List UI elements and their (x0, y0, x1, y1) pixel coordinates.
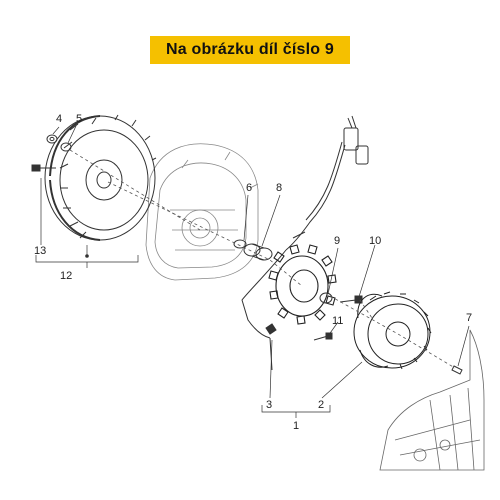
washer-part-5 (60, 142, 72, 152)
flywheel-fan-part-12 (44, 114, 157, 241)
callout-1: 1 (293, 420, 300, 432)
leader-lines (35, 125, 470, 418)
stator-part-9 (268, 244, 337, 325)
rotor-part-2 (353, 291, 432, 370)
callout-12: 12 (60, 270, 73, 282)
callout-11: 11 (332, 315, 344, 327)
engine-block (379, 329, 485, 471)
crankcase-cover (145, 143, 259, 281)
title-banner: Na obrázku díl číslo 9 (150, 36, 350, 64)
callout-13: 13 (34, 245, 47, 257)
clip-part-7 (451, 365, 463, 375)
bushing-part-8 (243, 243, 273, 261)
callout-9: 9 (334, 235, 341, 247)
screw-part-3 (265, 323, 277, 335)
callout-2: 2 (318, 399, 325, 411)
wiring-harness (241, 115, 369, 371)
screw-part-11 (313, 332, 333, 341)
washer-part-6 (233, 239, 247, 249)
bolt-part-13 (31, 164, 56, 172)
callout-6: 6 (246, 182, 253, 194)
nut-part-4 (46, 134, 58, 144)
callout-7: 7 (466, 312, 473, 324)
callout-8: 8 (276, 182, 283, 194)
washer-near-stator (319, 292, 333, 304)
callout-3: 3 (266, 399, 273, 411)
assembly-lines (69, 149, 456, 369)
callout-10: 10 (369, 235, 382, 247)
callout-4: 4 (56, 113, 63, 125)
banner-text: Na obrázku díl číslo 9 (165, 41, 334, 58)
callout-5: 5 (76, 113, 83, 125)
